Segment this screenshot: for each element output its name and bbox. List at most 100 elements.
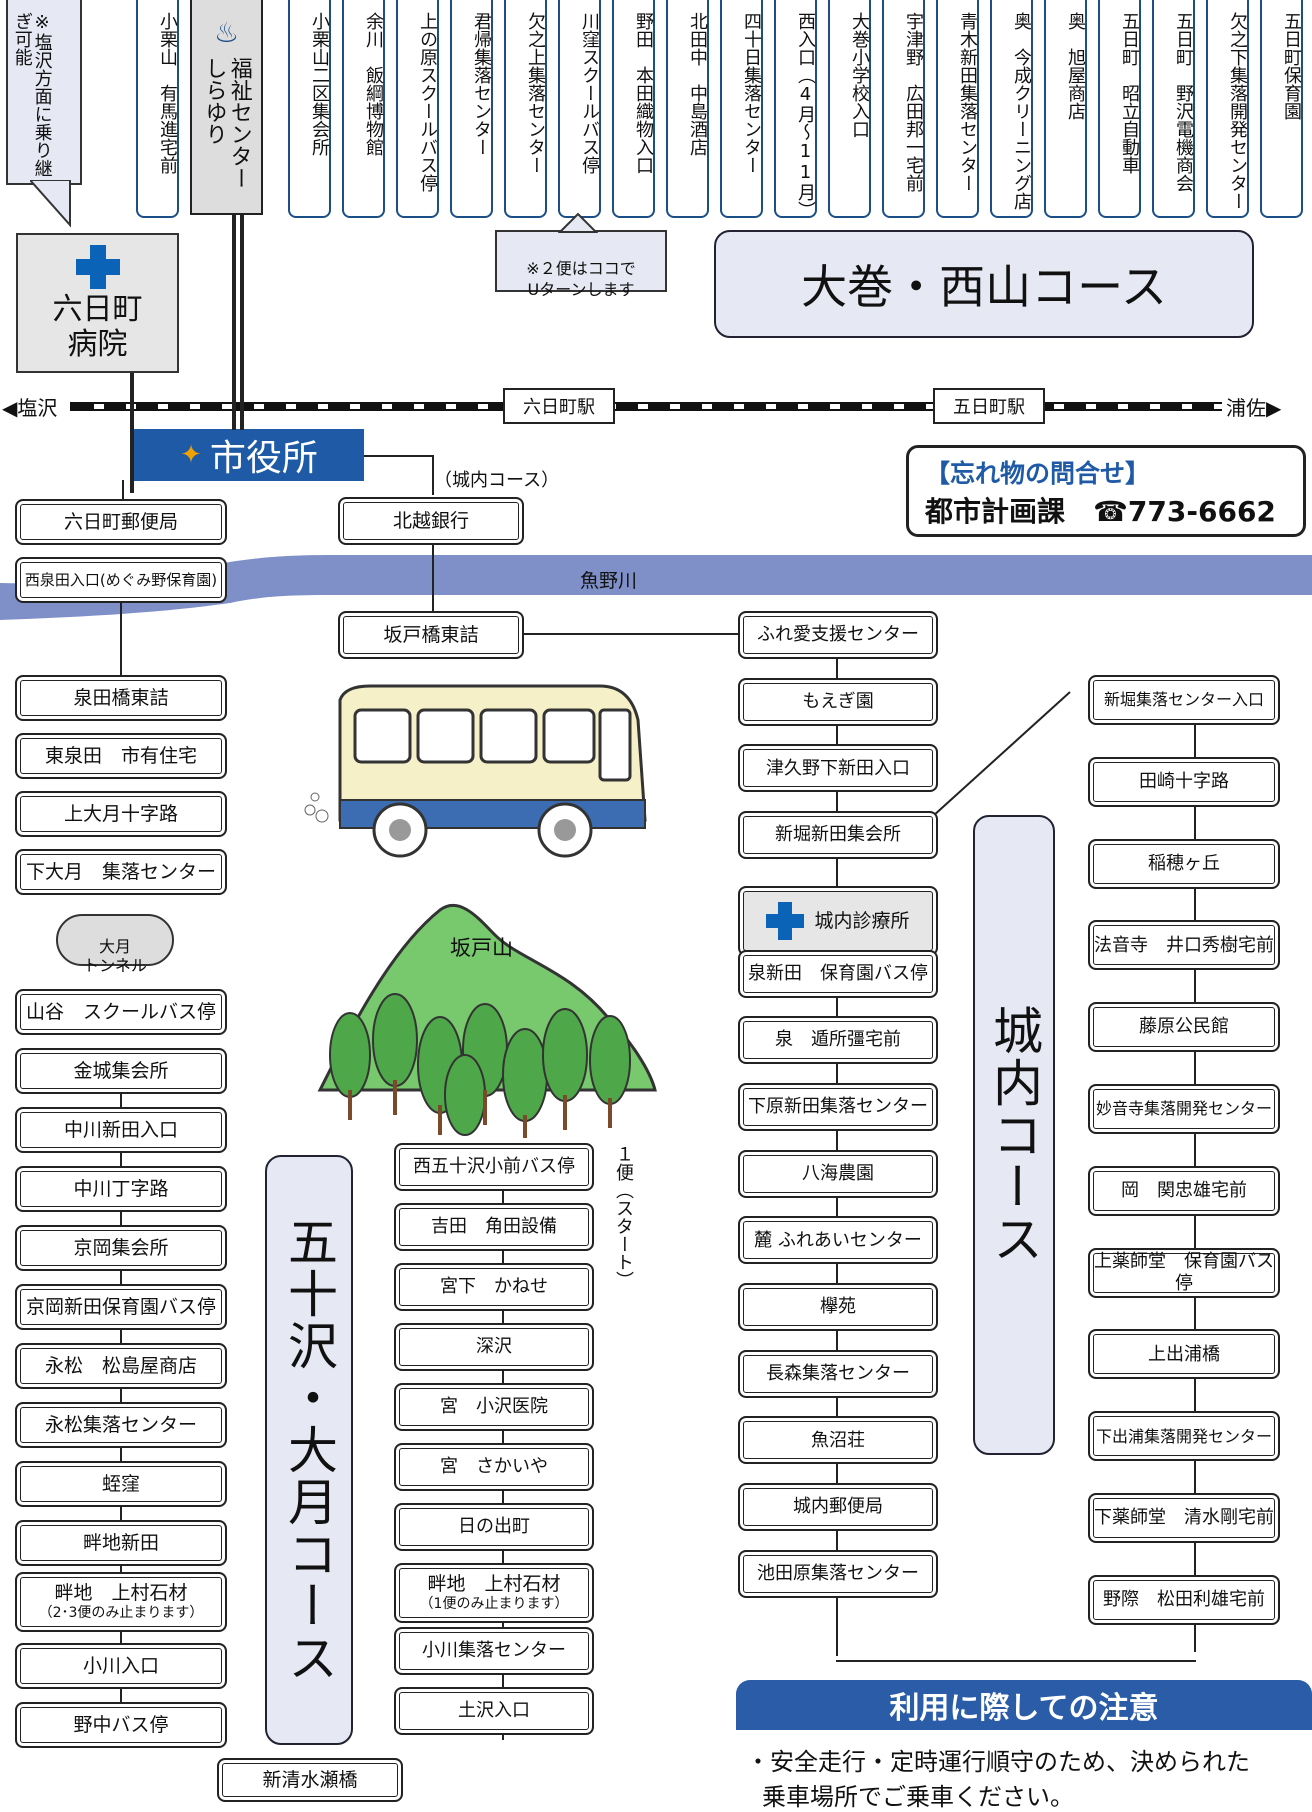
stop-right-3-label: 法音寺 井口秀樹宅前 bbox=[1094, 934, 1274, 956]
stop-ika-5: 宮 さかいや bbox=[394, 1443, 594, 1491]
note-pointer bbox=[30, 180, 71, 228]
uturn-pointer bbox=[558, 212, 598, 233]
hot-spring-icon: ♨ bbox=[213, 16, 240, 49]
stop-right-7-label: 上薬師堂 保育園バス停 bbox=[1094, 1251, 1274, 1294]
stop-ika-9-label: 土沢入口 bbox=[458, 1700, 530, 1722]
stop-ika-1-label: 吉田 角田設備 bbox=[431, 1216, 557, 1238]
stop-shin-shimizuse-bashi: 新清水瀬橋 bbox=[217, 1758, 403, 1802]
stop-jonai-12-label: 魚沼荘 bbox=[811, 1429, 865, 1451]
stop-left-after-3: 中川丁字路 bbox=[15, 1166, 227, 1212]
stop-right-9: 下出浦集落開発センター bbox=[1088, 1411, 1280, 1462]
stop-ika-8-label: 小川集落センター bbox=[422, 1640, 566, 1662]
stop-right-11: 野際 松田利雄宅前 bbox=[1088, 1574, 1280, 1625]
top-stop-9: 四十日集落センター bbox=[720, 0, 763, 218]
stop-right-5: 妙音寺集落開発センター bbox=[1088, 1084, 1280, 1134]
bus-illustration bbox=[304, 684, 647, 858]
stop-left-after-12: 野中バス停 bbox=[15, 1702, 227, 1748]
stop-left-after-8-label: 蛭窪 bbox=[101, 1472, 140, 1495]
stop-left-after-2: 中川新田入口 bbox=[15, 1107, 227, 1153]
stop-ika-3-label: 深沢 bbox=[476, 1336, 512, 1358]
top-stop-10: 西入口（4月〜11月） bbox=[774, 0, 817, 219]
notice-line-1: ・安全走行・定時運行順守のため、決められた bbox=[746, 1748, 1250, 1776]
stop-jonai-13: 城内郵便局 bbox=[738, 1483, 938, 1532]
stop-sakadobashi-higashizume-label: 坂戸橋東詰 bbox=[383, 623, 479, 646]
stop-ika-3: 深沢 bbox=[394, 1323, 594, 1371]
stop-left-after-12-label: 野中バス停 bbox=[73, 1713, 169, 1736]
top-stop-4: 君帰集落センター bbox=[450, 0, 493, 218]
stop-left-after-11-label: 小川入口 bbox=[82, 1654, 159, 1677]
stop-ika-0-label: 西五十沢小前バス停 bbox=[413, 1156, 575, 1178]
stop-left-after-6-label: 永松 松島屋商店 bbox=[44, 1354, 197, 1377]
stop-left-after-10-label: 畔地 上村石材 bbox=[54, 1582, 188, 1605]
stop-jonai-8: 八海農園 bbox=[738, 1149, 938, 1198]
stop-jonai-10-label: 欅苑 bbox=[820, 1296, 856, 1318]
stop-left-3-label: 下大月 集落センター bbox=[25, 860, 216, 883]
stop-ika-1: 吉田 角田設備 bbox=[394, 1203, 594, 1251]
stop-right-10: 下薬師堂 清水剛宅前 bbox=[1088, 1493, 1280, 1543]
stop-ika-8: 小川集落センター bbox=[394, 1627, 594, 1675]
first-run-start-note: １便（スタート） bbox=[613, 1145, 634, 1289]
stop-right-9-label: 下出浦集落開発センター bbox=[1095, 1426, 1272, 1446]
stop-right-0-label: 新堀集落センター入口 bbox=[1103, 690, 1264, 710]
railway-line bbox=[70, 402, 1240, 411]
stop-right-11-label: 野際 松田利雄宅前 bbox=[1103, 1589, 1265, 1610]
stop-left-after-0-label: 山谷 スクールバス停 bbox=[25, 1000, 216, 1023]
medical-cross-icon bbox=[766, 902, 805, 940]
hospital-box: 六日町 病院 bbox=[16, 233, 179, 373]
stop-left-1-label: 東泉田 市有住宅 bbox=[44, 744, 197, 767]
top-stop-2: 余川 飯綱博物館 bbox=[342, 0, 385, 218]
otsuki-tunnel: 大月 トンネル bbox=[56, 914, 174, 975]
mount-sakado-illustration bbox=[317, 903, 657, 1138]
top-stop-8: 北田中 中島酒店 bbox=[666, 0, 709, 218]
top-stop-5: 欠之上集落センター bbox=[504, 0, 547, 218]
omaki-nishiyama-course-label: 大巻・西山コース bbox=[714, 230, 1254, 338]
stop-ika-6: 日の出町 bbox=[394, 1503, 594, 1551]
stop-ika-7-label: 畔地 上村石材 bbox=[427, 1573, 561, 1596]
stop-right-2-label: 稲穂ヶ丘 bbox=[1148, 852, 1220, 874]
stop-jonai-8-label: 八海農園 bbox=[802, 1162, 874, 1184]
stop-ika-7-note: （1便のみ止まります） bbox=[419, 1596, 569, 1612]
uono-river bbox=[0, 555, 1312, 620]
stop-jonai-11-label: 長森集落センター bbox=[766, 1362, 910, 1384]
stop-right-1: 田崎十字路 bbox=[1088, 756, 1280, 807]
city-hall: ✦ 市役所 bbox=[134, 429, 364, 481]
stop-left-after-10: 畔地 上村石材（2･3便のみ止まります） bbox=[15, 1572, 227, 1632]
stop-right-6: 岡 関忠雄宅前 bbox=[1088, 1165, 1280, 1216]
stop-ika-2-label: 宮下 かねせ bbox=[440, 1276, 548, 1298]
city-logo-icon: ✦ bbox=[180, 440, 202, 470]
ikazawa-otsuki-course-label: 五十沢・大月コース bbox=[265, 1155, 353, 1745]
stop-left-0: 泉田橋東詰 bbox=[15, 675, 227, 721]
uturn-note: ※２便はココで Uターンします bbox=[495, 230, 667, 299]
stop-shin-shimizuse-bashi-label: 新清水瀬橋 bbox=[262, 1768, 358, 1791]
welfare-center-stop: ♨ 福祉センターしらゆり bbox=[190, 0, 263, 215]
top-stop-1: 小栗山二区集会所 bbox=[288, 0, 331, 218]
stop-jonai-0-label: ふれ愛支援センター bbox=[757, 624, 919, 646]
stop-ika-0: 西五十沢小前バス停 bbox=[394, 1143, 594, 1191]
stop-left-after-6: 永松 松島屋商店 bbox=[15, 1343, 227, 1389]
stop-right-5-label: 妙音寺集落開発センター bbox=[1095, 1099, 1272, 1119]
stop-jonai-14-label: 池田原集落センター bbox=[757, 1563, 919, 1584]
stop-jonai-9: 麓 ふれあいセンター bbox=[738, 1216, 938, 1265]
stop-jonai-1: もえぎ園 bbox=[738, 677, 938, 726]
top-stop-16: 五日町 昭立自動車 bbox=[1098, 0, 1141, 218]
stop-left-after-1: 金城集会所 bbox=[15, 1048, 227, 1094]
stop-left-after-9-label: 畔地新田 bbox=[82, 1531, 159, 1554]
top-stop-19: 五日町保育園 bbox=[1260, 0, 1303, 218]
stop-right-6-label: 岡 関忠雄宅前 bbox=[1121, 1180, 1247, 1201]
stop-left-0-label: 泉田橋東詰 bbox=[73, 686, 169, 709]
jonai-course-label: 城内コース bbox=[973, 815, 1055, 1455]
top-stop-17: 五日町 野沢電機商会 bbox=[1152, 0, 1195, 218]
jonai-course-note: （城内コース） bbox=[434, 470, 560, 491]
stop-right-4-label: 藤原公民館 bbox=[1139, 1016, 1229, 1038]
river-label: 魚野川 bbox=[580, 570, 638, 592]
stop-left-after-9: 畔地新田 bbox=[15, 1520, 227, 1566]
stop-left-after-11: 小川入口 bbox=[15, 1643, 227, 1689]
stop-jonai-5-label: 泉新田 保育園バス停 bbox=[748, 962, 928, 984]
stop-ika-4-label: 宮 小沢医院 bbox=[440, 1396, 548, 1418]
stop-jonai-13-label: 城内郵便局 bbox=[793, 1496, 883, 1518]
hospital-label-1: 六日町 bbox=[52, 292, 143, 327]
stop-hokuetsu-bank-label: 北越銀行 bbox=[392, 509, 469, 532]
medical-cross-icon bbox=[75, 245, 120, 289]
stop-right-8-label: 上出浦橋 bbox=[1148, 1343, 1220, 1365]
stop-left-after-3-label: 中川丁字路 bbox=[73, 1177, 169, 1200]
